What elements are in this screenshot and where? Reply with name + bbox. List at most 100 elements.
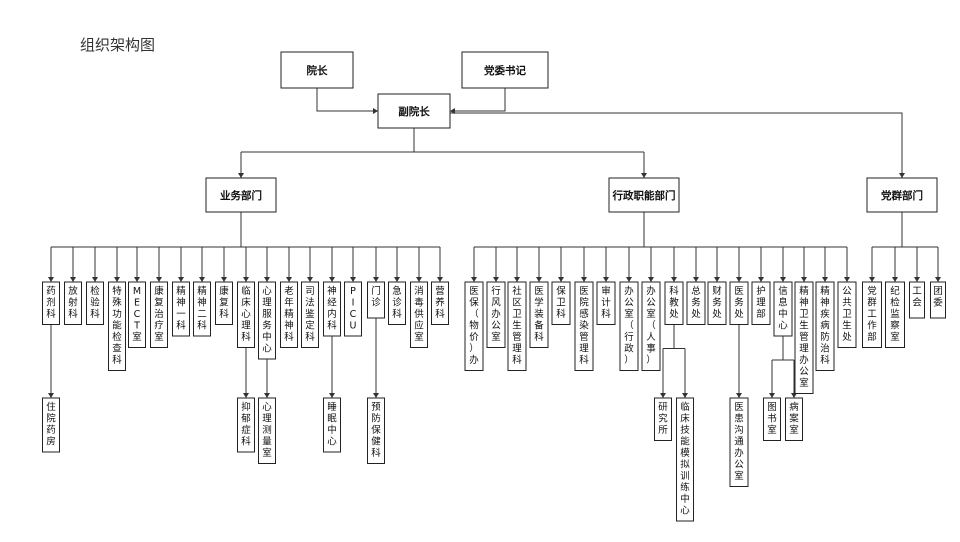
unit-arrow [394, 277, 400, 282]
unit-15-sub-0-box [367, 397, 385, 464]
unit-arrow [648, 277, 654, 282]
unit-arrow [329, 277, 335, 282]
unit-21-box [507, 281, 527, 371]
unit-33-sub-0-box [763, 397, 781, 441]
unit-arrow [626, 277, 632, 282]
unit-22-box [529, 281, 549, 348]
unit-18-box [431, 281, 449, 325]
unit-arrow [558, 277, 564, 282]
unit-26-label: 办公室（行政） [624, 285, 634, 366]
unit-3-box [108, 281, 126, 371]
unit-25-label: 审计科 [601, 285, 611, 320]
unit-7-label: 精神二科 [197, 285, 207, 332]
unit-arrow [801, 277, 807, 282]
sub-unit-arrow [682, 393, 688, 398]
unit-33-box [773, 281, 793, 337]
unit-11-label: 老年精神科 [284, 285, 294, 343]
unit-36-label: 公共卫生处 [842, 286, 852, 343]
unit-19-label: 医保（物价）办 [469, 286, 479, 366]
unit-32-label: 护理部 [756, 285, 766, 320]
unit-34-label: 精神卫生管理办公室 [799, 285, 809, 389]
unit-9-sub-0-label: 抑郁症科 [241, 401, 251, 448]
unit-arrow [758, 277, 764, 282]
unit-29-box [686, 281, 706, 325]
sub-unit-arrow [48, 393, 54, 398]
unit-21-label: 社区卫生管理科 [512, 285, 522, 366]
unit-8-label: 康复科 [219, 285, 229, 320]
unit-3-label: 特殊功能检查科 [112, 285, 122, 366]
unit-16-label: 急诊科 [392, 285, 402, 320]
unit-arrow [869, 277, 875, 282]
sub-unit-arrow [243, 393, 249, 398]
unit-33-sub-1-box [785, 397, 803, 441]
unit-arrow [736, 277, 742, 282]
unit-31-sub-0-box [729, 397, 749, 487]
unit-25-box [596, 281, 616, 325]
unit-arrow [48, 277, 54, 282]
unit-arrow [178, 277, 184, 282]
unit-arrow [373, 277, 379, 282]
unit-13-label: 神经内科 [327, 285, 337, 332]
division-admin-box [608, 177, 680, 213]
unit-arrow [581, 277, 587, 282]
unit-arrow [892, 277, 898, 282]
unit-1-box [64, 281, 82, 325]
unit-31-box [729, 281, 749, 325]
unit-arrow [92, 277, 98, 282]
admin-arrow [641, 173, 647, 178]
unit-27-box [641, 281, 661, 371]
unit-arrow [493, 277, 499, 282]
unit-7-box [193, 281, 211, 337]
unit-arrow [844, 277, 850, 282]
unit-40-box [930, 281, 946, 319]
unit-10-sub-0-label: 心理测量室 [262, 402, 272, 459]
president-box [280, 51, 354, 89]
unit-arrow [514, 277, 520, 282]
unit-arrow [134, 277, 140, 282]
sub-unit-arrow [660, 393, 666, 398]
sub-unit-arrow [373, 393, 379, 398]
unit-0-box [42, 281, 60, 325]
unit-2-box [86, 281, 104, 325]
unit-9-box [237, 281, 255, 348]
division-admin-label: 行政职能部门 [612, 189, 676, 202]
unit-arrow [935, 277, 941, 282]
unit-15-label: 门诊 [371, 285, 381, 309]
sub-unit-arrow [736, 393, 742, 398]
party-secretary-label: 党委书记 [484, 64, 526, 77]
unit-1-label: 放射科 [68, 285, 78, 320]
unit-31-sub-0-label: 医患沟通办公室 [734, 402, 744, 482]
unit-39-box [909, 281, 925, 319]
unit-arrow [70, 277, 76, 282]
unit-32-box [751, 281, 771, 325]
unit-30-box [707, 281, 727, 325]
unit-arrow [603, 277, 609, 282]
unit-24-box [574, 281, 594, 371]
unit-29-label: 总务处 [691, 285, 701, 320]
division-party-label: 党群部门 [881, 189, 923, 202]
unit-12-box [301, 281, 319, 348]
unit-13-sub-0-label: 睡眠中心 [327, 401, 337, 448]
unit-5-box [150, 281, 168, 348]
unit-24-label: 医院感染管理科 [579, 286, 589, 366]
unit-arrow [199, 277, 205, 282]
unit-2-label: 检验科 [90, 285, 100, 320]
unit-4-box [128, 281, 146, 348]
unit-38-label: 纪检监察室 [890, 285, 900, 343]
unit-31-label: 医务处 [734, 286, 744, 320]
unit-arrow [671, 277, 677, 282]
unit-0-label: 药剂科 [46, 286, 56, 320]
unit-arrow [264, 277, 270, 282]
unit-28-sub-1-box [676, 397, 694, 522]
party-arrow [899, 173, 905, 178]
unit-33-sub-1-label: 病案室 [789, 401, 799, 436]
unit-20-label: 行风办公室 [491, 285, 501, 343]
unit-9-label: 临床心理科 [241, 285, 251, 343]
unit-arrow [471, 277, 477, 282]
president-label: 院长 [307, 64, 328, 77]
unit-28-label: 科教处 [669, 285, 679, 320]
unit-36-box [837, 281, 857, 348]
